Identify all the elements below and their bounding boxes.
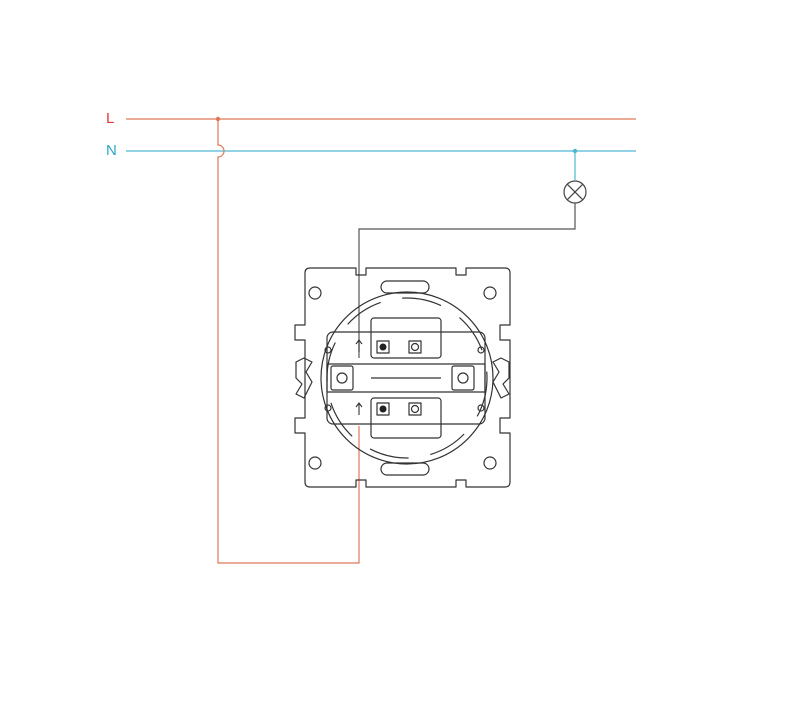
terminal-top-dot <box>379 343 387 351</box>
screw-hole-bottom-right <box>483 456 497 470</box>
terminal-top-right <box>408 340 422 354</box>
slot-top <box>380 280 430 294</box>
arrow-up-icon <box>355 339 363 352</box>
terminal-bottom-dot <box>379 405 387 413</box>
rocker-bottom-block <box>370 397 442 439</box>
live-feed-wire <box>217 119 360 564</box>
terminal-bottom-left <box>376 402 390 416</box>
clamp-right <box>451 365 475 391</box>
claw-right <box>492 357 510 399</box>
screw-hole-bottom-left <box>308 456 322 470</box>
lamp-cross-icon <box>563 180 587 204</box>
screw-hole-top-right <box>483 286 497 300</box>
slot-bottom <box>380 462 430 476</box>
switched-wire <box>358 203 576 358</box>
live-label: L <box>106 110 114 127</box>
switch-frame <box>294 267 511 488</box>
terminal-top-left <box>376 340 390 354</box>
clamp-left <box>330 365 354 391</box>
terminal-bottom-right <box>408 402 422 416</box>
switch-body-ring <box>320 291 494 465</box>
arrow-up-icon <box>355 402 363 415</box>
rocker-center-bar <box>326 363 486 393</box>
screw-hole-top-left <box>308 286 322 300</box>
switch-mechanism <box>294 267 511 488</box>
claw-left <box>295 357 313 399</box>
neutral-label: N <box>106 142 117 159</box>
rocker-top-block <box>370 317 442 359</box>
